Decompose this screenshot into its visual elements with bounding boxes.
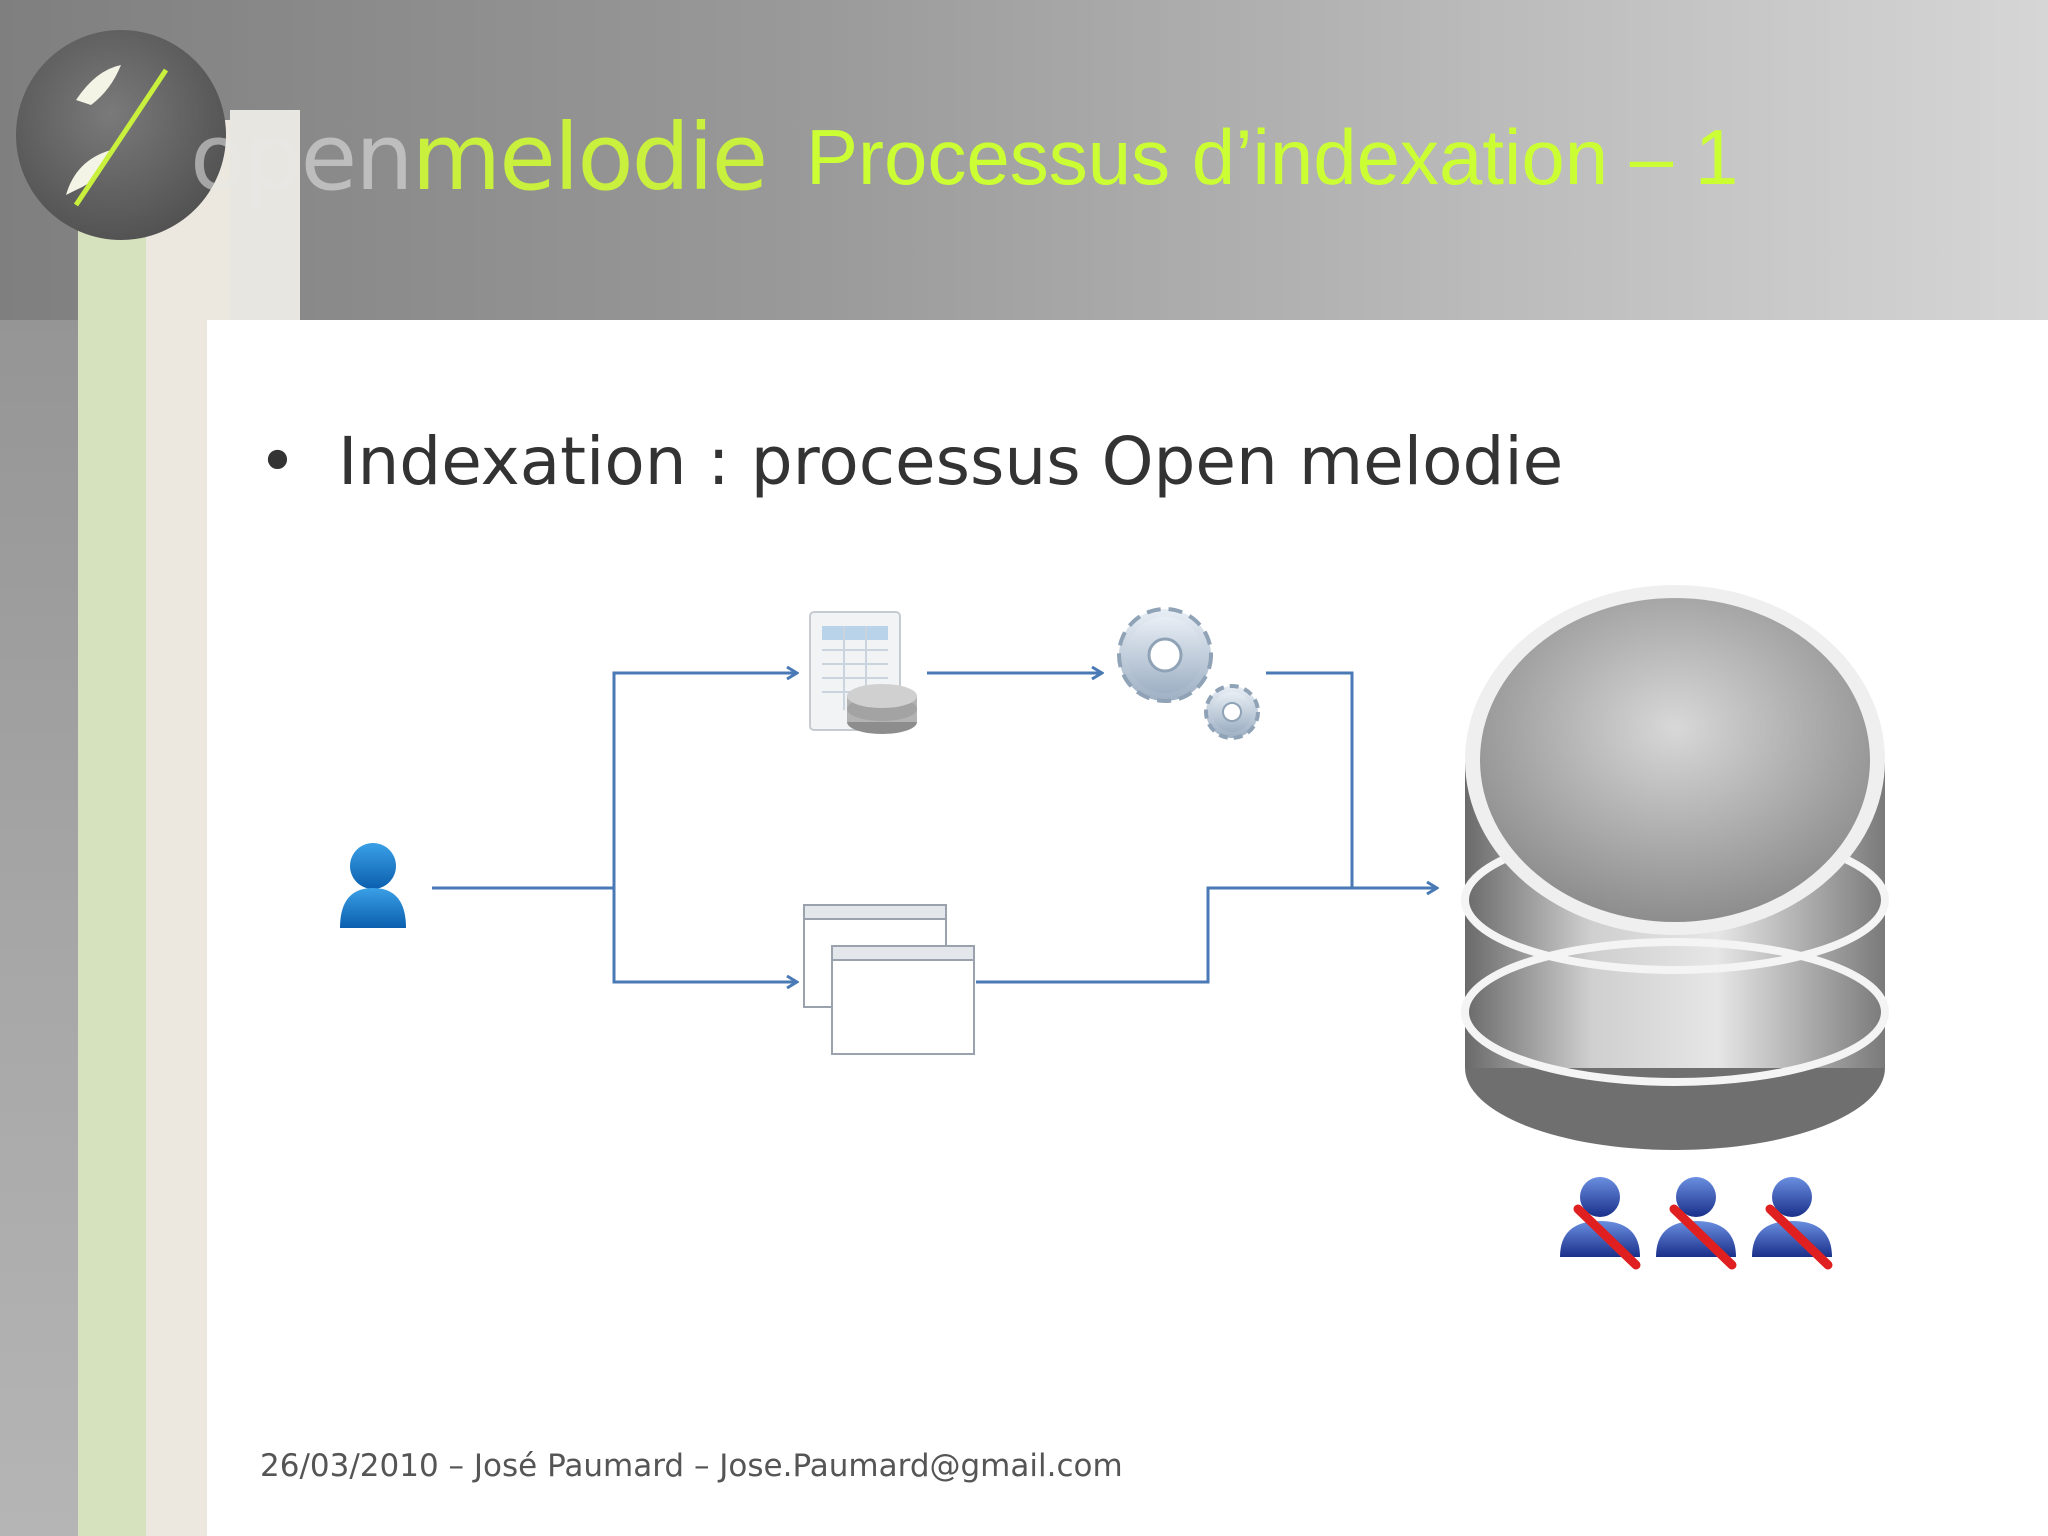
admin-user-icon [1656, 1177, 1737, 1270]
bullet-item: • Indexation : processus Open melodie [258, 422, 1563, 501]
gears-icon [1117, 607, 1260, 740]
admin-user-icon [1560, 1177, 1641, 1270]
table-database-icon [809, 611, 917, 734]
bullet-marker: • [258, 423, 297, 500]
database-icon [1461, 585, 1889, 1150]
admin-user-icon [1752, 1177, 1833, 1270]
connector-to-table [612, 673, 797, 888]
connector-to-windows [612, 888, 797, 982]
windows-icon [803, 904, 975, 1055]
logo-open-text: open [190, 104, 414, 211]
connector-lines [432, 673, 1437, 982]
connector-windows-to-db [976, 888, 1437, 984]
connector-gears-to-db [1266, 671, 1354, 888]
logo-wordmark: openmelodie [190, 112, 768, 204]
footer-text: 26/03/2010 – José Paumard – Jose.Paumard… [260, 1448, 1123, 1484]
header-band [0, 0, 2048, 320]
decor-stripe-cream-top [230, 110, 300, 320]
user-icon [340, 843, 406, 928]
slide-title: Processus d’indexation – 1 [806, 113, 1739, 201]
logo-melodie-text: melodie [411, 104, 769, 211]
admin-users-icon [1560, 1177, 1833, 1270]
logo-icon [16, 30, 226, 240]
bullet-text: Indexation : processus Open melodie [338, 423, 1564, 500]
